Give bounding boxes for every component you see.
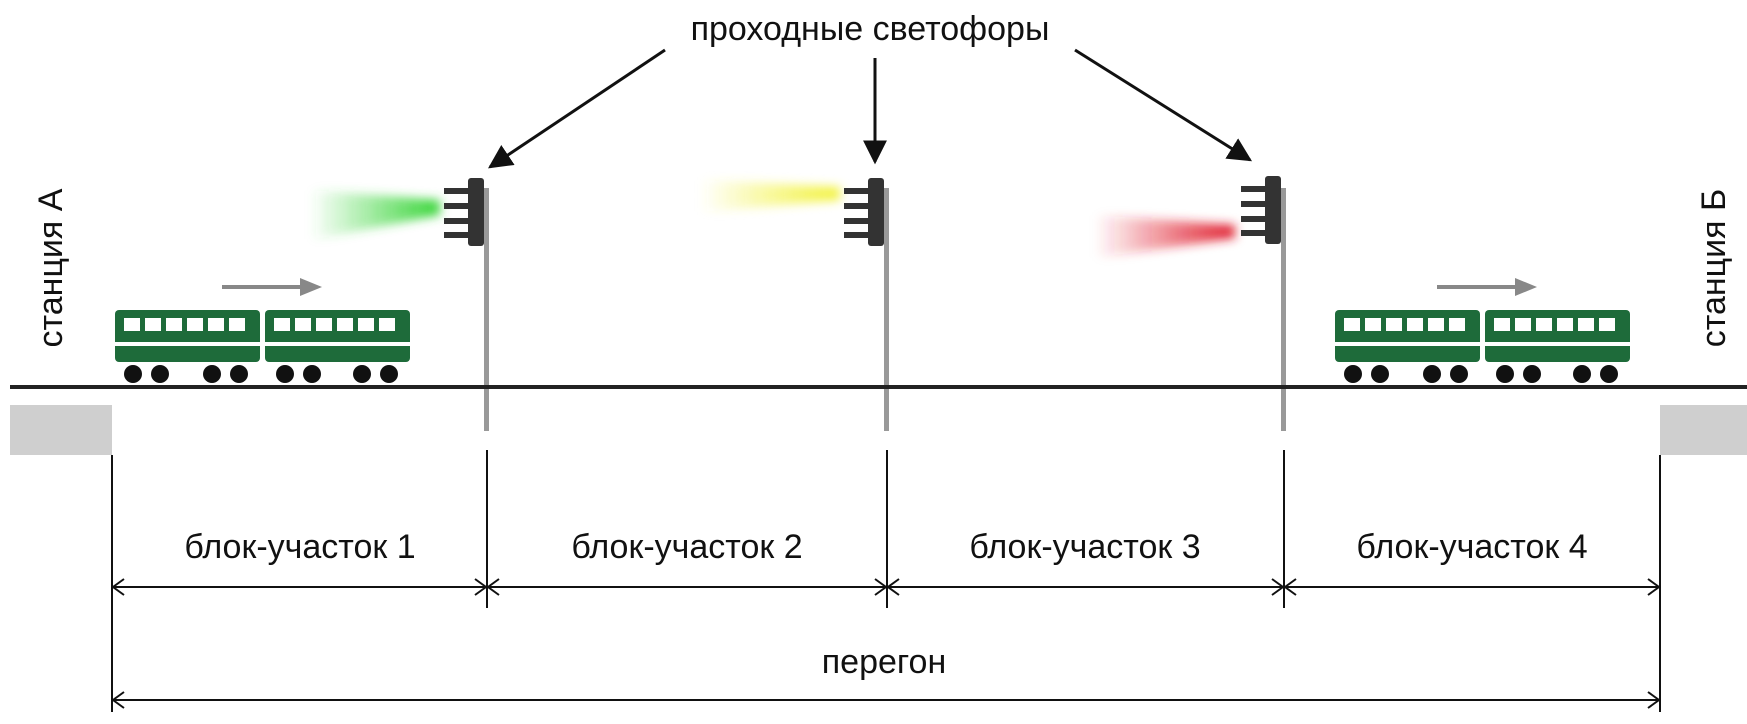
green-light-beam xyxy=(310,190,440,240)
signal-pointer-arrow-3 xyxy=(1074,48,1253,162)
block-2-dimension xyxy=(486,578,888,596)
block-2-label: блок-участок 2 xyxy=(571,528,802,566)
signal-head-3 xyxy=(1241,176,1281,244)
train-2-car-1 xyxy=(1335,310,1480,383)
train-2 xyxy=(1335,310,1630,383)
signal-pointer-arrow-1 xyxy=(488,48,666,169)
haul-dimension xyxy=(111,691,1661,709)
yellow-light-beam xyxy=(700,180,840,212)
block-1-dimension xyxy=(111,578,488,596)
signal-head-2 xyxy=(844,178,884,246)
haul-label: перегон xyxy=(822,643,946,681)
block-3-label: блок-участок 3 xyxy=(969,528,1200,566)
train-1-direction-arrow xyxy=(222,278,322,296)
train-1-car-1 xyxy=(115,310,260,383)
station-a-platform xyxy=(10,405,112,455)
signals-label: проходные светофоры xyxy=(691,10,1050,48)
station-a-label: станция А xyxy=(32,188,70,347)
signal-pole-1 xyxy=(484,188,489,431)
train-1 xyxy=(115,310,410,383)
block-4-label: блок-участок 4 xyxy=(1356,528,1587,566)
train-1-car-2 xyxy=(265,310,410,383)
signal-head-1 xyxy=(444,178,484,246)
train-2-direction-arrow xyxy=(1437,278,1537,296)
station-b-label: станция Б xyxy=(1695,189,1733,348)
signal-pole-2 xyxy=(884,188,889,431)
signal-pole-3 xyxy=(1281,188,1286,431)
block-1-label: блок-участок 1 xyxy=(184,528,415,566)
station-b-platform xyxy=(1660,405,1747,455)
block-3-dimension xyxy=(886,578,1285,596)
block-4-dimension xyxy=(1283,578,1661,596)
red-light-beam xyxy=(1095,215,1235,258)
train-2-car-2 xyxy=(1485,310,1630,383)
